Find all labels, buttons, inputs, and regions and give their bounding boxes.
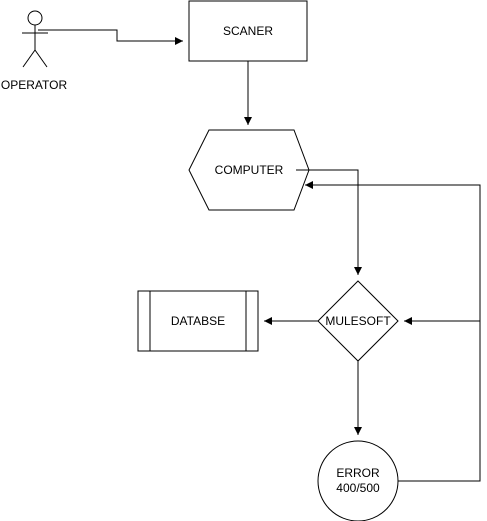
edge-computer-mulesoft [296,169,362,275]
database-node[interactable] [137,290,259,352]
edge-error-computer [305,181,481,482]
edge-operator-scanner [38,29,183,45]
computer-node[interactable] [188,129,310,211]
operator-actor [22,10,48,68]
computer-label: COMPUTER [215,163,284,177]
scanner-node[interactable] [188,0,308,62]
error-label-line1: ERROR [336,466,380,480]
scanner-label: SCANER [223,24,273,38]
error-label-line2: 400/500 [336,481,380,495]
database-label: DATABSE [171,314,225,328]
operator-head [27,10,43,26]
mulesoft-label: MULESOFT [325,314,391,328]
operator-label: OPERATOR [1,78,68,92]
